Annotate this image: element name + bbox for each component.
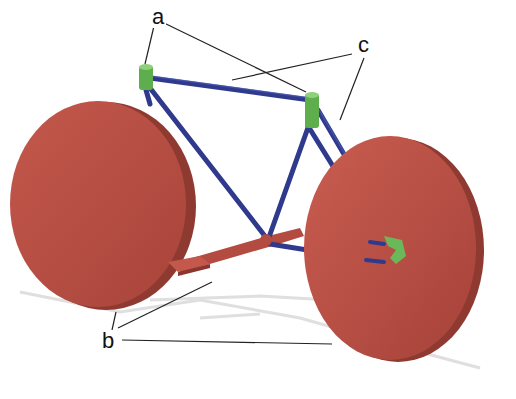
dropout — [384, 236, 406, 264]
rear-wheel — [10, 101, 196, 310]
part-label: b — [100, 330, 116, 352]
front-wheel — [304, 136, 484, 362]
part-label: a — [150, 6, 166, 28]
leader-lines — [112, 22, 364, 344]
part-label: c — [356, 34, 371, 56]
beam — [168, 228, 304, 276]
